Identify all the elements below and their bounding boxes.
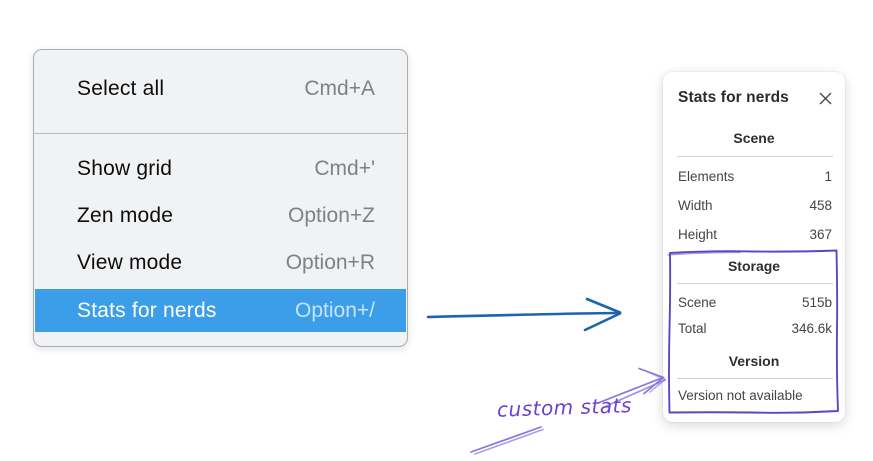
stat-label: Elements (678, 168, 735, 184)
section-heading-version: Version (728, 353, 780, 369)
stat-label: Width (678, 197, 713, 213)
stat-value: 1 (824, 168, 832, 184)
menu-item-label: Select all (77, 77, 165, 100)
menu-item-zen-mode[interactable]: Zen mode Option+Z (35, 193, 406, 239)
annotation-swoosh (470, 426, 544, 455)
stat-row-total-storage: Total 346.6k (663, 314, 845, 342)
menu-item-label: Zen mode (77, 204, 174, 227)
stats-panel: Stats for nerds Scene Elements 1 Width 4… (663, 72, 845, 422)
section-separator (677, 156, 833, 157)
menu-item-shortcut: Option+/ (295, 298, 375, 322)
menu-item-label: Stats for nerds (77, 298, 217, 322)
menu-item-stats-for-nerds[interactable]: Stats for nerds Option+/ (35, 289, 406, 332)
menu-item-shortcut: Option+Z (288, 204, 375, 227)
menu-separator (34, 133, 407, 134)
menu-item-select-all[interactable]: Select all Cmd+A (35, 66, 406, 112)
stat-value: 346.6k (791, 320, 832, 336)
menu-item-shortcut: Option+R (285, 251, 375, 274)
menu-item-view-mode[interactable]: View mode Option+R (35, 240, 406, 286)
blue-arrow (426, 297, 622, 332)
section-separator (677, 378, 833, 379)
stat-row-width: Width 458 (663, 191, 845, 219)
stat-row-elements: Elements 1 (663, 162, 845, 190)
section-separator (677, 283, 833, 284)
menu-item-label: View mode (77, 251, 183, 274)
stat-row-height: Height 367 (663, 220, 845, 248)
close-button[interactable] (816, 89, 834, 107)
x-icon (819, 92, 831, 104)
annotation-label-custom-stats: custom stats (496, 393, 633, 422)
section-heading-storage: Storage (727, 258, 781, 274)
menu-item-shortcut: Cmd+A (304, 77, 375, 100)
menu-item-shortcut: Cmd+' (314, 157, 375, 180)
menu-item-label: Show grid (77, 157, 173, 180)
stat-label: Scene (678, 294, 717, 310)
stat-label: Total (678, 320, 707, 336)
stat-value: 515b (801, 294, 832, 310)
stat-row-scene-storage: Scene 515b (663, 288, 845, 316)
menu-item-show-grid[interactable]: Show grid Cmd+' (35, 146, 406, 192)
stats-panel-header: Stats for nerds (678, 86, 834, 110)
stat-label: Height (678, 226, 718, 242)
section-heading-scene: Scene (733, 130, 775, 146)
context-menu: Select all Cmd+A Show grid Cmd+' Zen mod… (33, 49, 408, 347)
stats-panel-title: Stats for nerds (678, 89, 789, 106)
stat-value: 458 (809, 197, 832, 213)
version-note: Version not available (678, 387, 803, 403)
stat-value: 367 (809, 226, 832, 242)
